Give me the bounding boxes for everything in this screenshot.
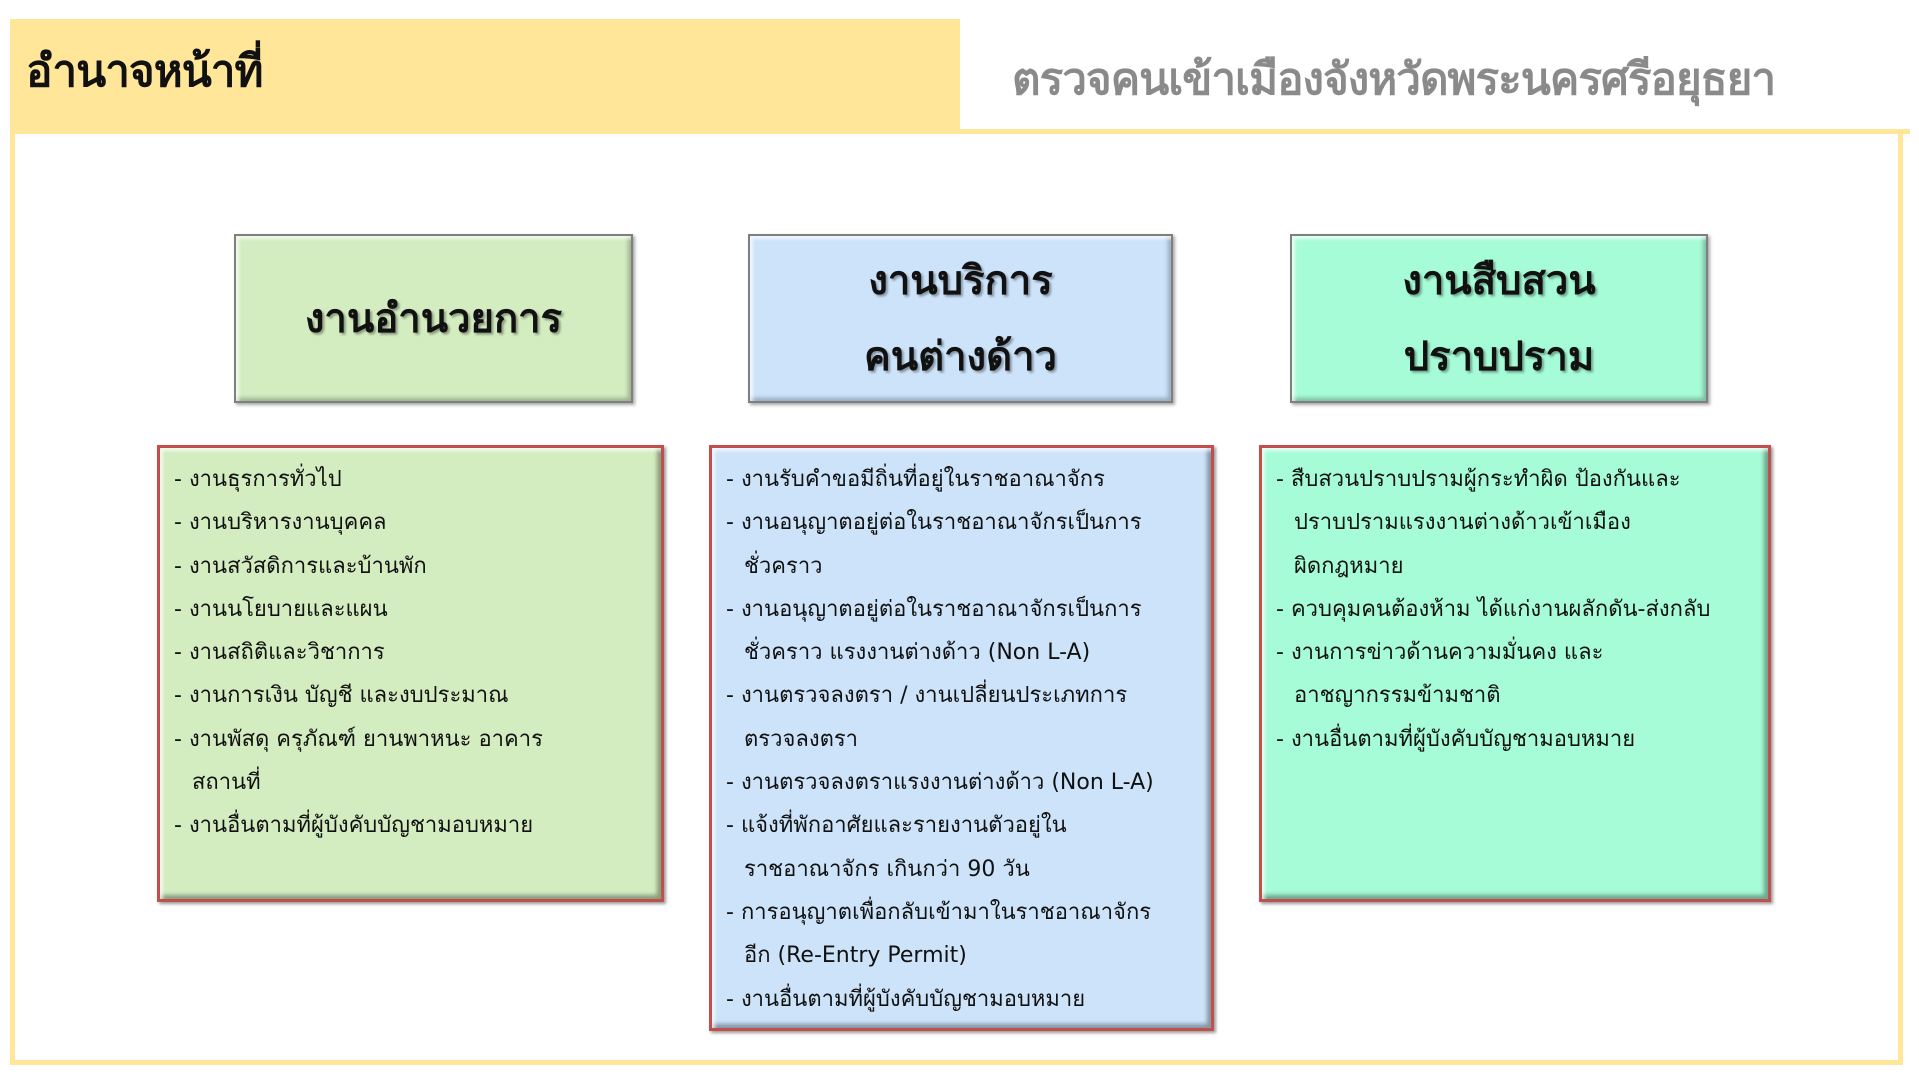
list-item: แจ้งที่พักอาศัยและรายงานตัวอยู่ใน ราชอาณ…: [726, 804, 1211, 891]
list-item: งานรับคำขอมีถิ่นที่อยู่ในราชอาณาจักร: [726, 458, 1211, 501]
list-item: สืบสวนปราบปรามผู้กระทำผิด ป้องกันและ ปรา…: [1276, 458, 1768, 588]
duties-list-foreigner-services: งานรับคำขอมีถิ่นที่อยู่ในราชอาณาจักร งาน…: [709, 445, 1214, 1031]
list-item: งานธุรการทั่วไป: [174, 458, 661, 501]
list-item: งานพัสดุ ครุภัณฑ์ ยานพาหนะ อาคาร สถานที่: [174, 718, 661, 805]
list-item: ควบคุมคนต้องห้าม ได้แก่งานผลักดัน-ส่งกลั…: [1276, 588, 1768, 631]
list-item: งานการข่าวด้านความมั่นคง และ อาชญากรรมข้…: [1276, 631, 1768, 718]
list-item: งานตรวจลงตรา / งานเปลี่ยนประเภทการ ตรวจล…: [726, 674, 1211, 761]
list-item: งานตรวจลงตราแรงงานต่างด้าว (Non L-A): [726, 761, 1211, 804]
heading-line: ปราบปราม: [1403, 333, 1595, 380]
title-band: [10, 19, 960, 134]
organization-title: ตรวจคนเข้าเมืองจังหวัดพระนครศรีอยุธยา: [1012, 54, 1776, 105]
list-item: งานอนุญาตอยู่ต่อในราชอาณาจักรเป็นการ ชั่…: [726, 501, 1211, 588]
content-frame: [10, 129, 1903, 1065]
list-item: งานอื่นตามที่ผู้บังคับบัญชามอบหมาย: [174, 804, 661, 847]
page-title: อำนาจหน้าที่: [26, 46, 263, 97]
duties-list-administration: งานธุรการทั่วไป งานบริหารงานบุคคล งานสวั…: [157, 445, 664, 902]
list-item: งานอื่นตามที่ผู้บังคับบัญชามอบหมาย: [726, 978, 1211, 1021]
heading-line: งานอำนวยการ: [304, 295, 563, 342]
list-item: งานสถิติและวิชาการ: [174, 631, 661, 674]
list-item: การอนุญาตเพื่อกลับเข้ามาในราชอาณาจักร อี…: [726, 891, 1211, 978]
list-item: งานบริหารงานบุคคล: [174, 501, 661, 544]
duties-list-investigation: สืบสวนปราบปรามผู้กระทำผิด ป้องกันและ ปรา…: [1259, 445, 1771, 902]
heading-administration: งานอำนวยการ: [234, 234, 633, 403]
list-item: งานสวัสดิการและบ้านพัก: [174, 545, 661, 588]
list-item: งานการเงิน บัญชี และงบประมาณ: [174, 674, 661, 717]
heading-foreigner-services: งานบริการ คนต่างด้าว: [748, 234, 1173, 403]
heading-investigation: งานสืบสวน ปราบปราม: [1290, 234, 1708, 403]
list-item: งานอนุญาตอยู่ต่อในราชอาณาจักรเป็นการ ชั่…: [726, 588, 1211, 675]
heading-line: งานสืบสวน: [1402, 257, 1596, 304]
heading-line: งานบริการ: [868, 257, 1053, 304]
heading-line: คนต่างด้าว: [864, 333, 1057, 380]
list-item: งานอื่นตามที่ผู้บังคับบัญชามอบหมาย: [1276, 718, 1768, 761]
frame-top-border: [960, 129, 1910, 134]
list-item: งานนโยบายและแผน: [174, 588, 661, 631]
